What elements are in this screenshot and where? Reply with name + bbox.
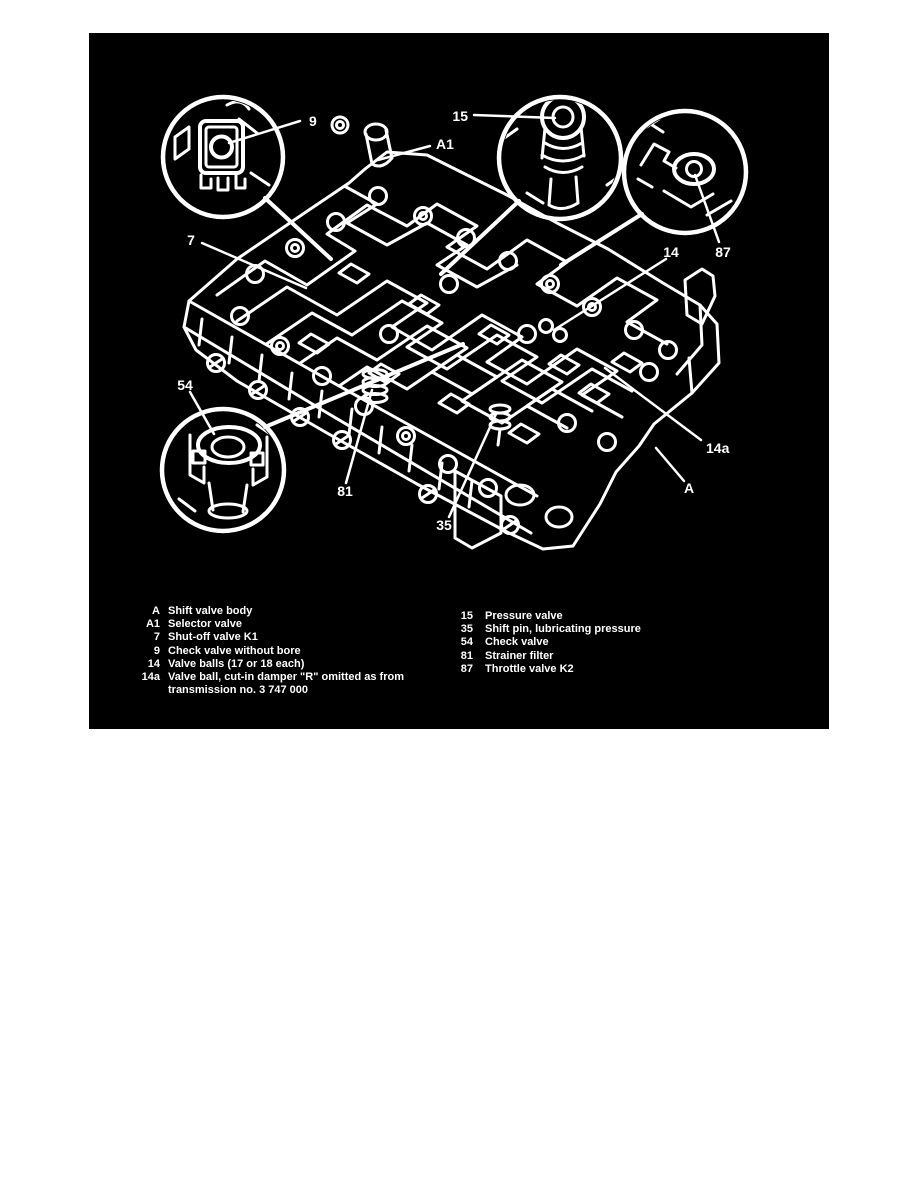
label-a1: A1 [436, 136, 454, 152]
label-14a: 14a [706, 440, 730, 456]
label-7: 7 [187, 232, 195, 248]
front-block [453, 469, 503, 550]
label-15: 15 [452, 108, 468, 124]
label-14: 14 [663, 244, 679, 260]
bolt-holes [230, 186, 678, 498]
valve-body [182, 115, 721, 551]
legend-desc: Shift pin, lubricating pressure [485, 623, 641, 636]
legend-row-35: 35 Shift pin, lubricating pressure [453, 623, 641, 636]
legend-row-7: 7 Shut-off valve K1 [134, 631, 404, 644]
label-81: 81 [337, 483, 353, 499]
legend-key: 14 [147, 657, 160, 670]
legend-right-column: 15 Pressure valve 35 Shift pin, lubricat… [453, 610, 641, 676]
legend-desc: Shut-off valve K1 [168, 631, 258, 644]
label-87: 87 [715, 244, 731, 260]
legend-row-15: 15 Pressure valve [453, 610, 641, 623]
valve-body-outline [182, 150, 721, 551]
legend-desc: Throttle valve K2 [485, 662, 574, 675]
legend-desc: Strainer filter [485, 649, 554, 662]
legend-row-81: 81 Strainer filter [453, 650, 641, 663]
legend-row-a: A Shift valve body [134, 605, 404, 618]
callout-pressure-valve-15 [496, 94, 624, 222]
legend-key: 14a [141, 671, 160, 684]
legend-row-9: 9 Check valve without bore [134, 645, 404, 658]
legend-key [134, 684, 160, 697]
legend-row-a1: A1 Selector valve [134, 618, 404, 631]
figure-panel: 9 15 87 A1 7 14 14a A 81 35 54 A Shift v… [89, 33, 829, 729]
label-35: 35 [436, 517, 452, 533]
legend-key: 9 [153, 644, 160, 657]
leader-lines [188, 113, 721, 519]
legend-desc: Shift valve body [168, 605, 253, 617]
label-54: 54 [177, 377, 193, 393]
callout-labels: 9 15 87 A1 7 14 14a A 81 35 54 [177, 108, 731, 533]
legend-desc: Valve ball, cut-in damper "R" omitted as… [168, 671, 404, 684]
callout-check-valve-54 [159, 406, 287, 534]
legend-key: 15 [460, 610, 473, 622]
selector-valve-stud [363, 122, 394, 168]
legend-key: 7 [153, 631, 160, 644]
legend-desc-continuation: transmission no. 3 747 000 [168, 684, 309, 697]
valve-balls [538, 318, 568, 343]
legend-desc: Valve balls (17 or 18 each) [168, 657, 305, 670]
legend-desc: Pressure valve [485, 610, 563, 622]
legend-key: 35 [460, 623, 473, 636]
shift-pin [488, 403, 512, 447]
callout-throttle-valve-87 [621, 108, 749, 236]
corner-tab [683, 267, 717, 326]
legend-row-87: 87 Throttle valve K2 [453, 663, 641, 676]
legend-row-54: 54 Check valve [453, 636, 641, 649]
label-9: 9 [309, 113, 317, 129]
legend-key: A [152, 605, 160, 617]
label-a: A [684, 480, 694, 496]
legend-left-column: A Shift valve body A1 Selector valve 7 S… [134, 605, 404, 697]
legend-key: A1 [145, 618, 160, 631]
legend-key: 81 [460, 649, 473, 662]
legend-desc: Check valve [485, 636, 549, 649]
legend-key: 54 [460, 636, 473, 649]
legend-row-14a: 14a Valve ball, cut-in damper "R" omitte… [134, 671, 404, 684]
legend-row-14: 14 Valve balls (17 or 18 each) [134, 658, 404, 671]
top-bolt [330, 115, 350, 135]
legend-desc: Selector valve [168, 618, 242, 631]
valve-body-diagram: 9 15 87 A1 7 14 14a A 81 35 54 [159, 94, 749, 551]
screw-heads [206, 353, 520, 535]
maze-channels [215, 180, 669, 445]
legend-desc: Check valve without bore [168, 644, 301, 657]
legend-key: 87 [460, 662, 473, 675]
callout-check-valve-9 [160, 94, 286, 220]
legend-row-14a-cont: transmission no. 3 747 000 [134, 684, 404, 697]
callout-connectors [263, 196, 644, 429]
